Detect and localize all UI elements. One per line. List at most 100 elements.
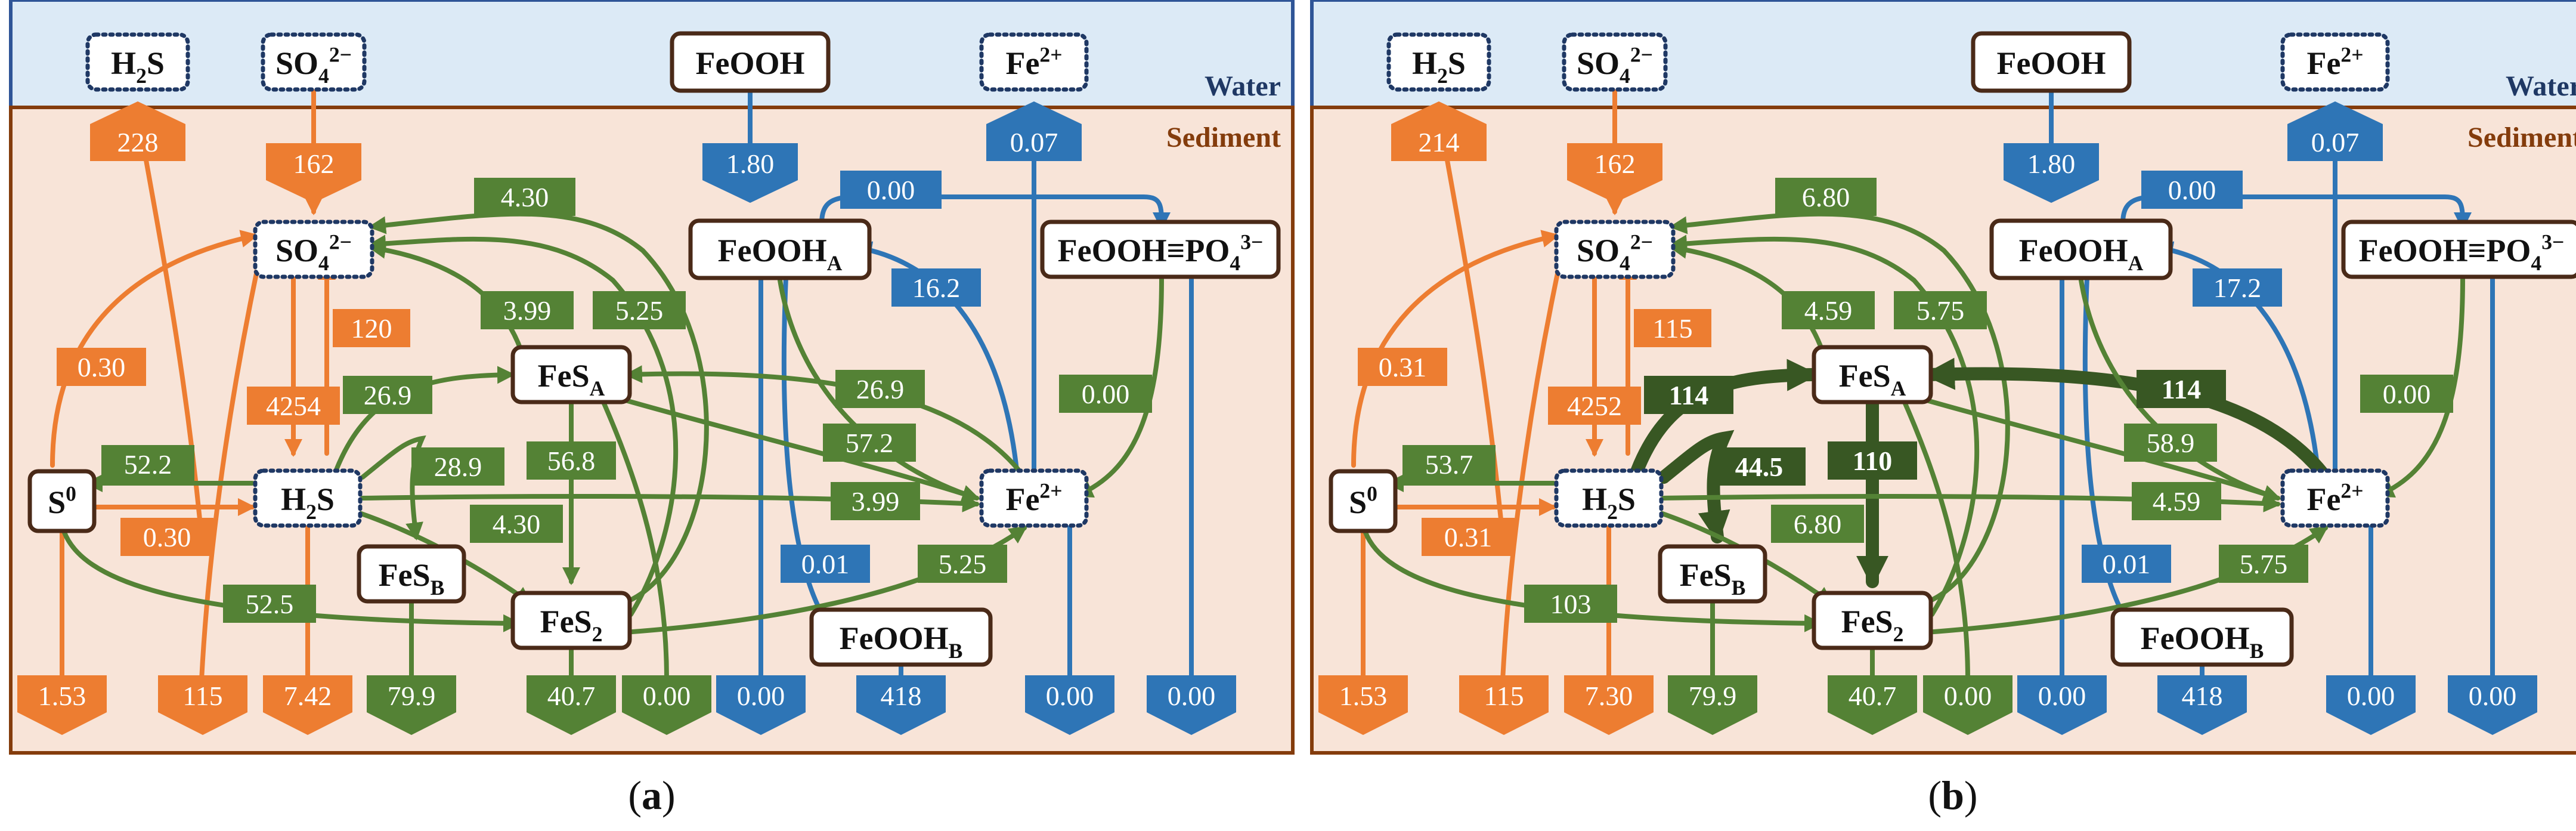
flux-value: 17.2 — [2213, 273, 2262, 303]
label-box — [1782, 291, 1875, 329]
water-zone — [9, 0, 1295, 109]
flux-value: 228 — [117, 127, 159, 157]
flux-value: 0.00 — [2469, 681, 2517, 711]
boundary-shape — [986, 101, 1082, 161]
flux-label-h2s-s0: 53.7 — [1402, 445, 1496, 483]
flux-value: 115 — [1484, 681, 1524, 711]
flux-value: 56.8 — [547, 446, 596, 476]
label-box — [1771, 505, 1864, 543]
node-feoohB: FeOOHB — [809, 607, 993, 667]
flux-value: 0.31 — [1444, 522, 1493, 552]
flux-value: 120 — [351, 313, 392, 344]
flux-value: 0.00 — [2383, 379, 2431, 409]
node-fes2: FeS2 — [1812, 591, 1933, 650]
flux-label-fes2-fe2: 5.25 — [918, 545, 1007, 583]
boundary-shape — [1459, 675, 1549, 735]
node-box — [1329, 469, 1398, 533]
flux-value: 7.42 — [284, 681, 332, 711]
node-box — [979, 468, 1089, 528]
boundary-shape — [158, 675, 247, 735]
flux-label-s0-so4: 0.30 — [57, 348, 146, 386]
flux-value: 58.9 — [2147, 428, 2195, 458]
sediment-label: Sediment — [1166, 122, 1281, 153]
label-box — [1634, 309, 1711, 347]
flux-label-feoohpo4-fe2: 0.00 — [1059, 375, 1152, 413]
flux-value: 103 — [1550, 589, 1592, 619]
label-box — [2082, 545, 2171, 583]
boundary-fe2-out: 0.07 — [986, 101, 1082, 161]
flux-value: 110 — [1853, 446, 1892, 476]
flux-value: 162 — [1594, 149, 1636, 179]
node-label: FeSB — [1680, 557, 1746, 600]
boundary-shape — [1668, 675, 1757, 735]
node-feooh-po4: FeOOH≡PO43− — [2341, 220, 2576, 279]
boundary-fe2-out: 0.07 — [2287, 101, 2383, 161]
flux-value: 0.30 — [78, 352, 126, 382]
flux-value: 6.80 — [1802, 182, 1850, 212]
node-label: Fe2+ — [2306, 42, 2363, 81]
boundary-shape — [1025, 675, 1114, 735]
label-box — [891, 268, 981, 307]
flux-arrow-feoohA-fe2 — [2155, 241, 2322, 492]
boundary-feoohpo4-burial: 0.00 — [2448, 675, 2537, 735]
node-box — [1040, 220, 1281, 279]
label-box — [223, 585, 316, 623]
label-box — [2137, 370, 2226, 408]
node-label: SO42− — [1577, 230, 1653, 275]
flux-label-h2s-fes2: 4.30 — [470, 505, 563, 543]
flux-label-fesA-fe2: 26.9 — [835, 370, 925, 408]
flux-label-feoohA-fe2-b: 58.9 — [2124, 424, 2217, 462]
node-so4-sediment: SO42− — [253, 220, 374, 279]
flux-value: 4252 — [1567, 391, 1622, 421]
node-box — [2110, 607, 2294, 667]
boundary-fesB-burial: 79.9 — [367, 675, 456, 735]
flux-value: 28.9 — [434, 452, 482, 482]
boundary-feooh-in: 1.80 — [702, 143, 798, 203]
flux-value: 53.7 — [1425, 449, 1473, 480]
label-box — [2219, 545, 2308, 583]
flux-value: 4.59 — [1804, 295, 1853, 326]
flux-arrow-so4-burial — [199, 254, 262, 682]
boundary-shape — [263, 675, 352, 735]
flux-label-fesA-so4: 3.99 — [481, 291, 574, 329]
flux-value: 4.30 — [493, 509, 541, 539]
flux-value: 16.2 — [912, 273, 961, 303]
flux-label-fesA-so4: 4.59 — [1782, 291, 1875, 329]
flux-label-h2s-fesB: 44.5 — [1713, 447, 1806, 486]
label-box — [1644, 376, 1733, 414]
node-h2s-sediment: H2S — [1554, 468, 1664, 528]
flux-label-h2s-fe2: 4.59 — [2132, 482, 2221, 520]
node-label: FeSA — [1839, 358, 1906, 400]
node-label: FeOOHA — [2019, 233, 2144, 275]
boundary-shape — [90, 101, 185, 161]
flux-value: 0.00 — [1944, 681, 1992, 711]
flux-label-fes2-so4: 4.30 — [474, 178, 575, 216]
label-box — [1828, 441, 1917, 480]
node-label: Fe2+ — [2306, 478, 2363, 517]
boundary-feoohB-burial: 418 — [856, 675, 946, 735]
flux-arrow-feoohpo4-fe2 — [2376, 275, 2465, 498]
sediment-zone — [1310, 106, 2576, 755]
flux-value: 44.5 — [1735, 452, 1784, 482]
node-label: Fe2+ — [1005, 478, 1062, 517]
node-label: FeOOH≡PO43− — [1058, 230, 1264, 275]
node-label: SO42− — [275, 42, 352, 88]
label-box — [343, 376, 432, 414]
node-box — [1554, 468, 1664, 528]
flux-label-so4-h2s: 4254 — [247, 387, 340, 425]
flux-label-s0-so4: 0.31 — [1358, 348, 1447, 386]
flux-value: 1.53 — [1339, 681, 1388, 711]
flux-value: 162 — [293, 149, 335, 179]
node-so4-sediment: SO42− — [1554, 220, 1676, 279]
node-box — [1554, 220, 1676, 279]
flux-arrow-so4-burial — [1500, 254, 1563, 682]
boundary-s0-burial: 1.53 — [1318, 675, 1408, 735]
node-box — [1812, 345, 1933, 404]
node-box — [261, 32, 367, 92]
flux-value: 115 — [182, 681, 222, 711]
node-box — [2280, 32, 2390, 92]
node-box — [253, 220, 374, 279]
node-box — [1658, 544, 1767, 604]
boundary-fesA-burial: 0.00 — [1923, 675, 2012, 735]
